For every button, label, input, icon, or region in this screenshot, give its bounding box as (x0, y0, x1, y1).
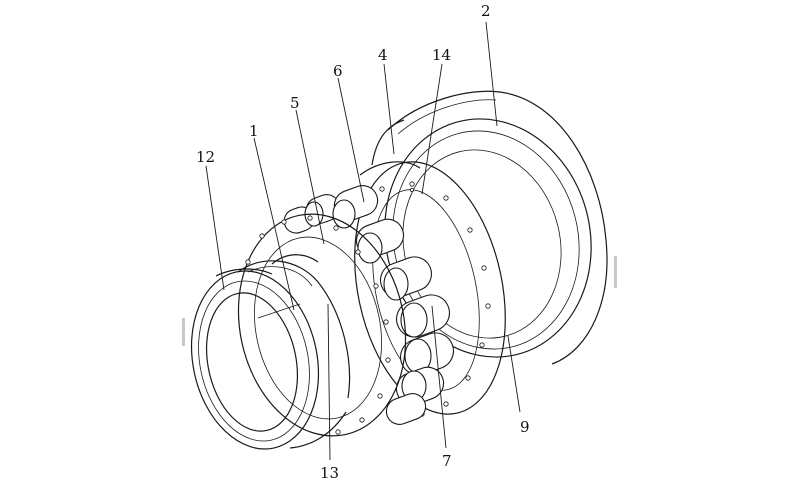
roller (385, 393, 427, 425)
roller-set (283, 185, 455, 425)
roller (379, 256, 433, 301)
label-13: 13 (320, 464, 339, 482)
roller (399, 332, 455, 376)
label-12: 12 (196, 148, 215, 166)
inner-ring (190, 268, 347, 450)
roller (395, 294, 451, 338)
roller (355, 218, 405, 264)
label-4: 4 (378, 46, 388, 64)
cage-flange-5 (237, 213, 407, 437)
label-6: 6 (333, 62, 343, 80)
label-9: 9 (520, 418, 530, 436)
edge-mark-right (614, 256, 617, 288)
leader-lines (205, 21, 521, 461)
edge-mark-left (182, 318, 185, 346)
outer-ring (371, 90, 608, 365)
label-1: 1 (249, 122, 259, 140)
label-14: 14 (432, 46, 451, 64)
label-5: 5 (290, 94, 300, 112)
label-2: 2 (481, 2, 491, 20)
roller (332, 185, 379, 229)
label-7: 7 (442, 452, 452, 470)
reference-numerals: 2 14 4 6 5 1 12 13 7 9 (196, 2, 530, 482)
cage-bolt-holes (245, 215, 391, 435)
